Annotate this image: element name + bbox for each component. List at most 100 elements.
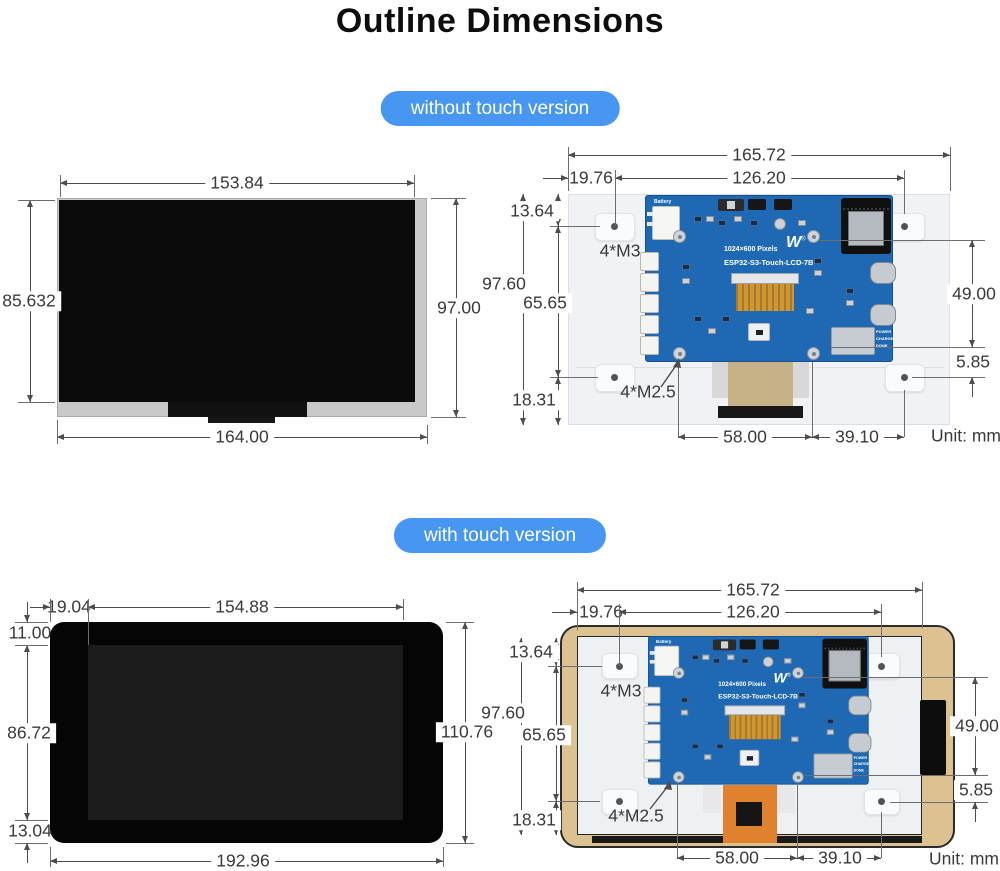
power-switch bbox=[718, 199, 744, 211]
dim-pcb-hole-span: 58.00 bbox=[718, 427, 772, 447]
smd-component bbox=[680, 697, 689, 703]
model-label: ESP32-S3-Touch-LCD-7B bbox=[724, 258, 814, 267]
smd-component bbox=[826, 729, 835, 735]
extension-line bbox=[427, 425, 428, 444]
extension-line bbox=[15, 843, 48, 844]
dim-pcb-hole-height: 49.00 bbox=[950, 716, 1000, 736]
lcd-front-screen bbox=[59, 200, 415, 402]
usb-c-port bbox=[848, 695, 872, 716]
dim-edge-to-hole: 19.76 bbox=[569, 167, 613, 188]
extension-line bbox=[568, 147, 569, 191]
label-panel-screws: 4*M3 bbox=[600, 680, 642, 701]
dim-back-total-width: 165.72 bbox=[727, 145, 791, 165]
extension-line bbox=[446, 843, 474, 844]
extension-line bbox=[431, 198, 466, 199]
dim-hole-span-width: 126.20 bbox=[727, 168, 791, 188]
extension-line bbox=[15, 622, 48, 623]
pcb-screw-hole bbox=[672, 667, 685, 679]
smd-component bbox=[682, 278, 690, 284]
logo-reg-mark: ® bbox=[801, 236, 806, 243]
dim-hole-to-bottom: 18.31 bbox=[507, 390, 561, 410]
dim-pcb-hole-to-tab: 39.10 bbox=[830, 427, 884, 447]
pcb-screw-hole bbox=[792, 667, 804, 679]
power-switch bbox=[712, 639, 737, 651]
smd-component bbox=[694, 316, 702, 322]
status-label-done: DONE bbox=[853, 767, 864, 773]
dim-pcb-hole-to-tab: 39.10 bbox=[813, 848, 867, 868]
resolution-label: 1024×600 Pixels bbox=[718, 681, 766, 688]
status-led-labels: POWER CHARGE DONE bbox=[854, 754, 869, 773]
esp32-module bbox=[822, 638, 867, 689]
flex-end-bar bbox=[718, 406, 803, 418]
extension-line bbox=[904, 390, 905, 437]
flat-cable bbox=[728, 715, 781, 740]
smd-component bbox=[694, 216, 702, 222]
flat-cable bbox=[736, 284, 794, 311]
jst-connector bbox=[643, 686, 661, 704]
logo-reg-mark: ® bbox=[786, 673, 791, 679]
smd-component bbox=[791, 736, 799, 742]
switch-knob bbox=[727, 201, 735, 209]
extension-line bbox=[904, 170, 905, 214]
smd-component bbox=[798, 692, 806, 698]
speaker-component bbox=[739, 749, 760, 766]
dim-arrow-edge-to-active bbox=[30, 604, 50, 610]
extension-line bbox=[678, 362, 679, 437]
fpc-connector bbox=[731, 273, 799, 284]
smd-component bbox=[704, 754, 712, 760]
pcb-screw-hole bbox=[807, 347, 820, 360]
smd-component bbox=[846, 288, 854, 294]
dim-touch-active-height: 86.72 bbox=[2, 723, 56, 743]
component-opening bbox=[756, 330, 763, 335]
smd-component bbox=[712, 658, 721, 664]
flex-stiffener bbox=[712, 362, 728, 398]
extension-line bbox=[548, 666, 602, 667]
speaker-component bbox=[748, 323, 770, 341]
smd-component bbox=[708, 328, 716, 334]
battery-label: Battery bbox=[654, 199, 672, 205]
lcd-bottom-connector-step bbox=[208, 417, 275, 423]
status-label-power: POWER bbox=[853, 755, 868, 760]
battery-label: Battery bbox=[656, 639, 672, 645]
smd-component bbox=[814, 270, 822, 276]
dim-active-height: 85.632 bbox=[0, 291, 61, 311]
flex-stiffener bbox=[793, 362, 809, 398]
badge-without-touch: without touch version bbox=[380, 91, 620, 126]
unit-label: Unit: mm bbox=[931, 425, 1000, 446]
tab-screw-hole bbox=[611, 374, 618, 381]
dim-edge-to-hole: 19.76 bbox=[579, 601, 623, 622]
smd-component bbox=[741, 658, 749, 664]
extension-line bbox=[881, 604, 882, 657]
jst-connector bbox=[640, 315, 659, 334]
badge-with-touch: with touch version bbox=[393, 518, 607, 553]
extension-line bbox=[431, 417, 466, 418]
dim-hole-edge-offset: 5.85 bbox=[950, 352, 996, 372]
extension-line bbox=[881, 812, 882, 858]
extension-line bbox=[88, 599, 89, 645]
smd-component bbox=[734, 216, 742, 222]
dim-arrow-hole-edge-offset bbox=[969, 377, 975, 397]
smd-component bbox=[716, 743, 724, 750]
boot-button bbox=[739, 639, 756, 650]
jst-connector bbox=[640, 336, 659, 355]
smd-component bbox=[718, 220, 726, 226]
dim-arrow-bottom-margin bbox=[24, 843, 30, 863]
dim-active-width: 153.84 bbox=[205, 173, 269, 193]
sd-card-slot bbox=[813, 753, 853, 779]
smd-component bbox=[784, 658, 792, 664]
dim-back-total-width: 165.72 bbox=[721, 580, 785, 600]
jst-connector bbox=[640, 273, 659, 292]
logo-letter: W bbox=[773, 670, 787, 686]
dim-hole-span-height: 65.65 bbox=[517, 725, 571, 745]
smd-component bbox=[826, 718, 835, 725]
reference-line bbox=[890, 802, 988, 803]
logo-letter: W bbox=[786, 234, 802, 251]
status-led-labels: POWER CHARGE DONE bbox=[876, 328, 893, 349]
smd-component bbox=[750, 220, 758, 226]
touch-controller-chip bbox=[736, 802, 762, 826]
extension-line bbox=[414, 175, 415, 197]
status-label-done: DONE bbox=[876, 343, 888, 348]
lcd-bottom-connector bbox=[168, 402, 307, 417]
extension-line bbox=[18, 402, 55, 403]
